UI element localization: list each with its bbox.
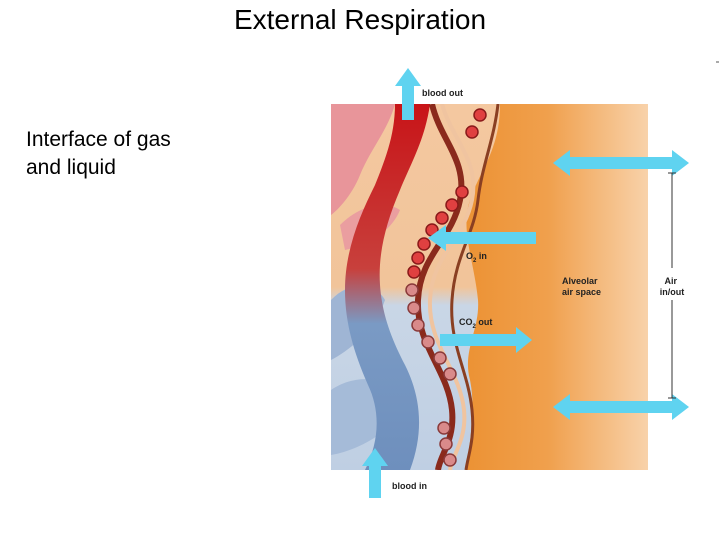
- side-caption-line-2: and liquid: [26, 156, 116, 179]
- air-in-out-label: Air in/out: [660, 276, 685, 297]
- alveolar-air-space: [466, 104, 648, 470]
- slide-title: External Respiration: [233, 4, 487, 35]
- side-caption: Interface of gas and liquid: [26, 126, 216, 182]
- capillary-wall-outer: [414, 104, 465, 470]
- air-exchange-arrow-bottom: [553, 394, 689, 420]
- air-exchange-arrow-top: [553, 150, 689, 176]
- co2-out-label: CO2 out: [459, 317, 492, 330]
- air-bracket: [668, 172, 676, 399]
- blood-out-arrow: [395, 68, 421, 120]
- blood-vessel: [345, 104, 430, 470]
- o2-in-label: O2 in: [466, 251, 487, 264]
- capillary-wall-inner: [427, 104, 476, 470]
- side-caption-line-1: Interface of gas: [26, 128, 171, 151]
- red-blood-cells-deoxygenated: [405, 283, 457, 467]
- alveolar-label: Alveolar air space: [562, 276, 601, 297]
- capillary-loop-upper: [331, 104, 395, 215]
- blood-in-label: blood in: [392, 481, 427, 491]
- co2-out-arrow: [440, 327, 532, 353]
- blood-in-arrow: [362, 448, 388, 498]
- o2-in-arrow: [428, 225, 536, 251]
- blood-out-label: blood out: [422, 88, 463, 98]
- alveolar-wall: [450, 104, 500, 470]
